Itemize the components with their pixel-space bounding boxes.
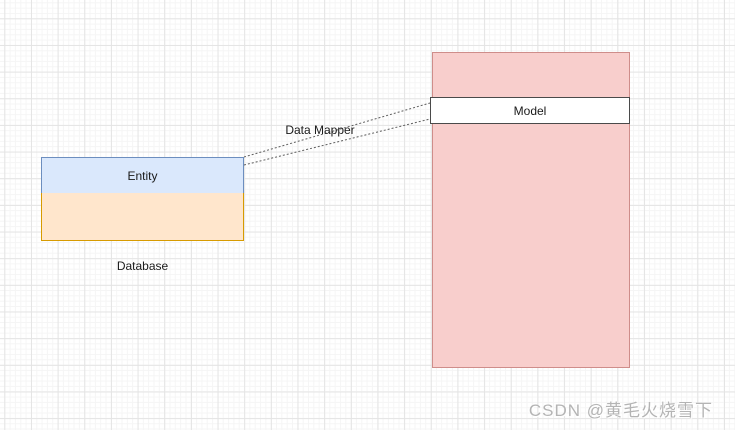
node-model: Model [430,97,630,124]
node-model-label: Model [513,103,547,118]
edge-label-data-mapper: Data Mapper [285,123,355,137]
watermark-text: CSDN @黄毛火烧雪下 [528,401,713,420]
node-entity: Entity [41,157,244,193]
node-database [41,192,244,241]
database-label: Database [116,259,169,273]
node-entity-label: Entity [127,168,158,183]
